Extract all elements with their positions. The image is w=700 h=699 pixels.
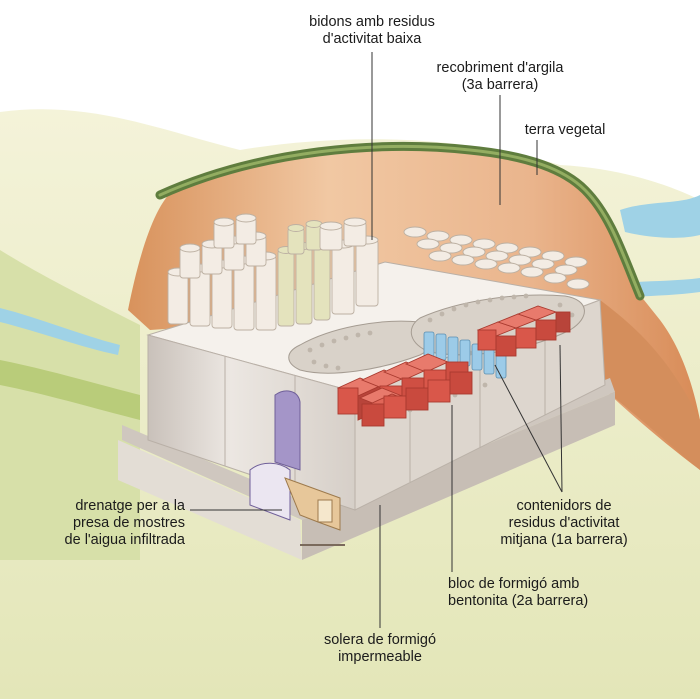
label-line: terra vegetal: [524, 122, 606, 138]
label-concrete-base: solera de formigó impermeable: [300, 632, 460, 666]
drainage-gallery: [249, 390, 345, 546]
grass-edge: [158, 144, 642, 298]
leader-medium-containers-a: [559, 344, 563, 493]
label-line: bidons amb residus: [309, 14, 435, 30]
medium-activity-containers: [336, 305, 571, 427]
label-drainage: drenatge per a la presa de mostres de l'…: [20, 498, 185, 549]
label-concrete-block: bloc de formigó amb bentonita (2a barrer…: [448, 576, 648, 610]
label-line: d'activitat baixa: [322, 31, 422, 47]
gallery-lower: [249, 462, 291, 521]
label-low-level-drums: bidons amb residus d'activitat baixa: [282, 14, 462, 48]
drum-cluster-right: [403, 226, 590, 290]
drum-cluster-left: [167, 213, 277, 331]
red-containers-front: [336, 353, 473, 427]
leader-lines: [190, 52, 563, 628]
right-lake: [620, 195, 700, 238]
label-line: drenatge per a la: [75, 498, 185, 514]
label-line: de l'aigua infiltrada: [64, 532, 185, 548]
red-containers-back: [476, 305, 571, 357]
label-clay-cover: recobriment d'argila (3a barrera): [412, 60, 588, 94]
low-activity-drums: [167, 213, 590, 331]
label-line: presa de mostres: [72, 515, 185, 531]
label-line: solera de formigó: [323, 632, 437, 648]
left-river: [0, 308, 120, 355]
label-topsoil: terra vegetal: [500, 122, 630, 139]
label-medium-containers: contenidors de residus d'activitat mitja…: [480, 498, 648, 549]
concrete-base-slab: [122, 378, 615, 520]
open-cell-left: [288, 320, 436, 374]
ground-front: [118, 440, 302, 560]
label-line: contenidors de: [516, 498, 612, 514]
label-line: (3a barrera): [461, 77, 539, 93]
label-line: residus d'activitat: [508, 515, 620, 531]
green-slope-left: [0, 360, 140, 420]
gallery-tunnel: [274, 390, 301, 471]
label-line: bentonita (2a barrera): [448, 593, 589, 609]
label-line: mitjana (1a barrera): [500, 532, 628, 548]
label-line: impermeable: [338, 649, 422, 665]
label-line: recobriment d'argila: [436, 60, 564, 76]
blue-containers: [423, 331, 507, 379]
drum-cluster-middle: [277, 220, 331, 327]
clay-shadow: [600, 300, 700, 470]
drain-box: [317, 499, 333, 523]
label-line: bloc de formigó amb: [448, 576, 580, 592]
leader-medium-containers-b: [494, 364, 563, 493]
